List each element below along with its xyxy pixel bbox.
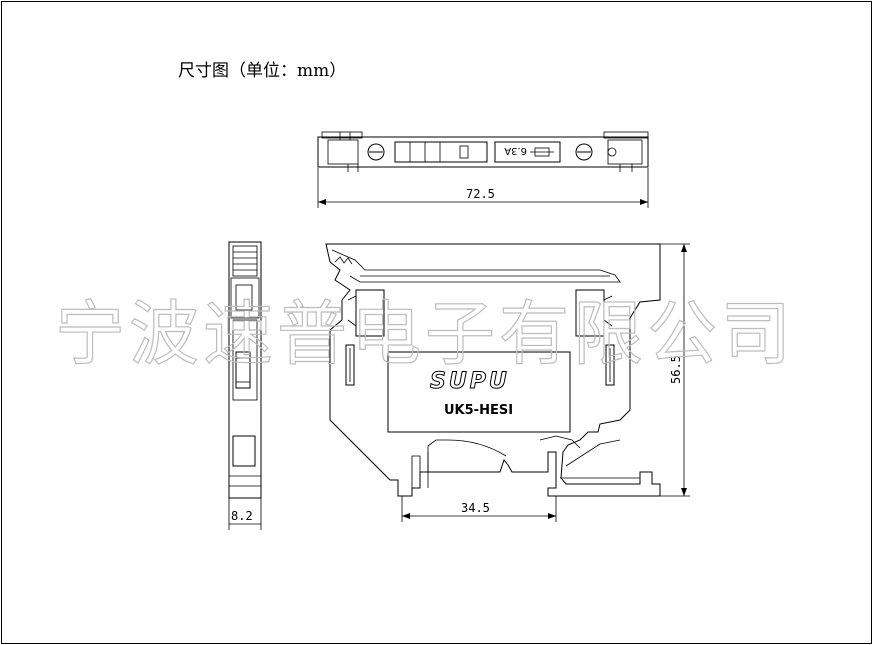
front-view: SUPU UK5-HESI 56.5 34.5 xyxy=(325,243,690,522)
dimension-rail-label: 34.5 xyxy=(461,501,490,515)
brand-logo: SUPU xyxy=(430,369,510,394)
company-watermark: 宁波速普电子有限公司 xyxy=(55,293,795,375)
dimension-width-label: 8.2 xyxy=(231,509,253,523)
fuse-rating-label: 6.3A xyxy=(504,145,527,156)
dimension-length-label: 72.5 xyxy=(466,187,495,201)
dimension-height-label: 56.5 xyxy=(669,355,683,384)
label-plate xyxy=(387,351,571,433)
drawing-title: 尺寸图（单位：mm） xyxy=(178,61,346,81)
screw-icon xyxy=(575,143,593,161)
top-view: 6.3A 72.5 xyxy=(317,131,649,208)
screw-icon xyxy=(367,143,385,161)
model-label: UK5-HESI xyxy=(444,403,513,418)
side-view: 8.2 xyxy=(228,241,262,530)
